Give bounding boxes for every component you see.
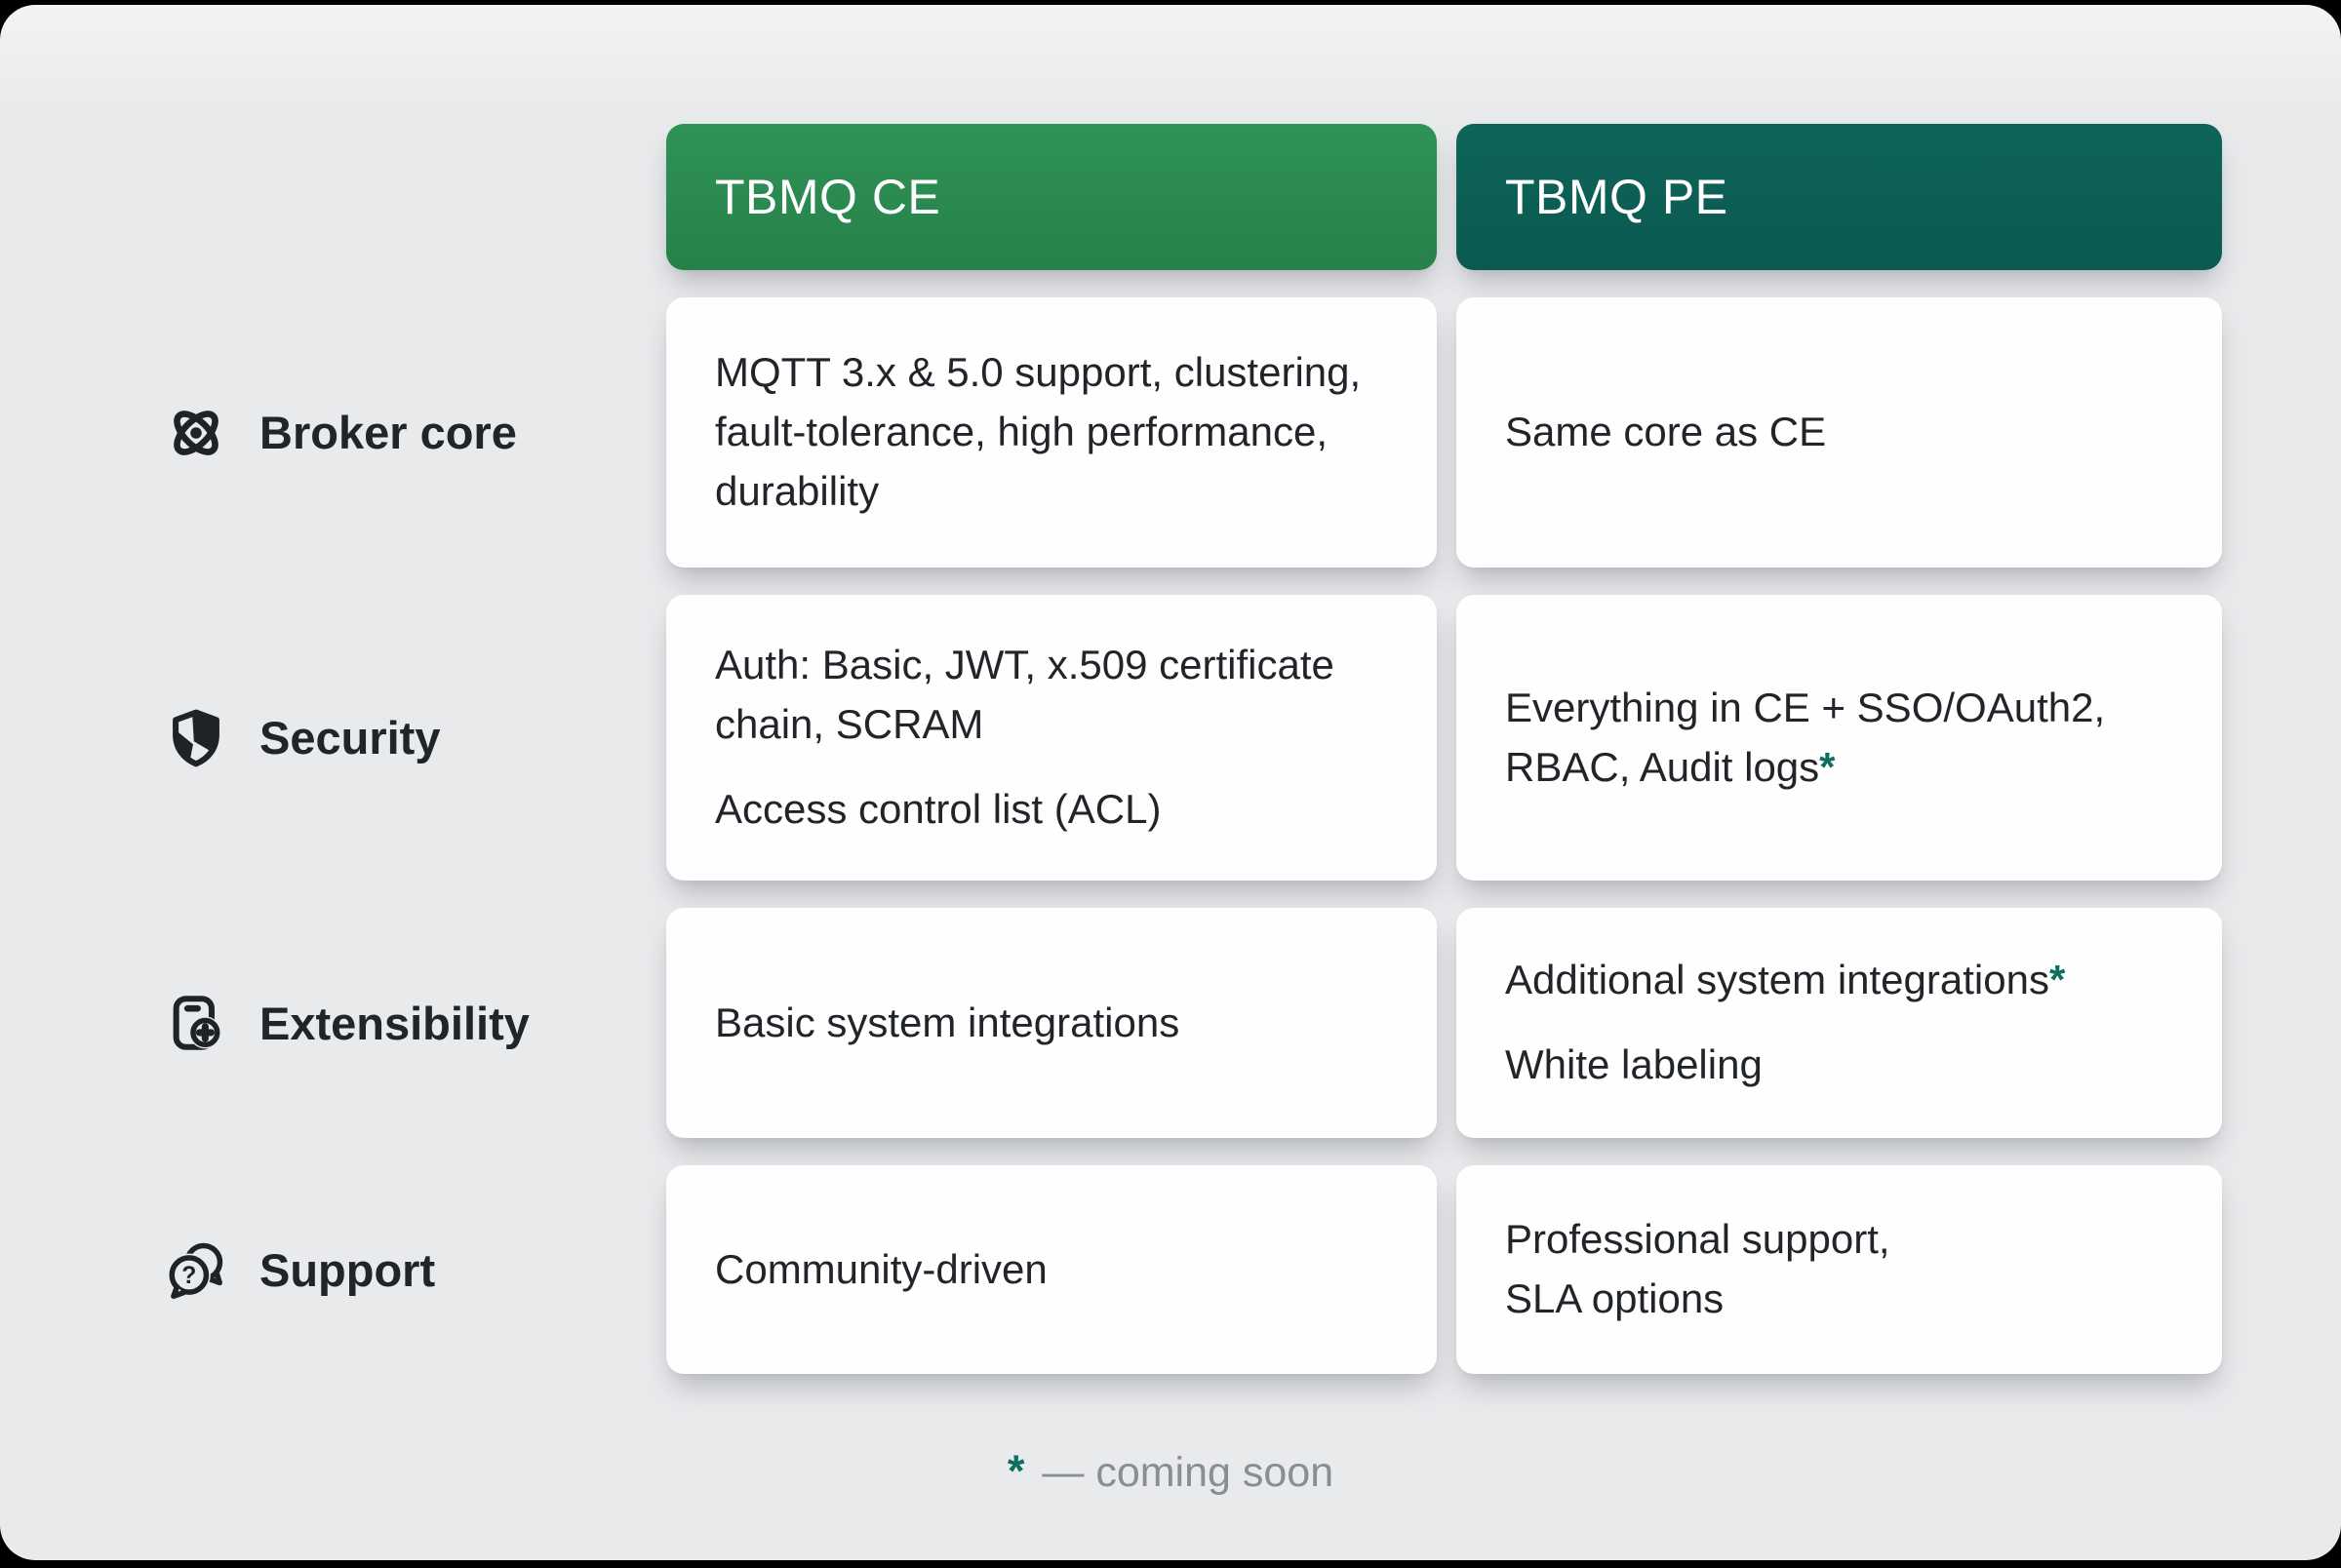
device-plus-icon (164, 991, 228, 1055)
row-label-text: Extensibility (259, 997, 530, 1049)
feature-text: Community-driven (715, 1245, 1048, 1292)
footnote: * — coming soon (0, 1446, 2341, 1497)
feature-text: Auth: Basic, JWT, x.509 certificate chai… (715, 642, 1334, 748)
feature-text: MQTT 3.x & 5.0 support, clustering, faul… (715, 349, 1362, 514)
feature-text: White labeling (1505, 1041, 1763, 1087)
cell-extensibility-ce: Basic system integrations (666, 908, 1437, 1138)
cell-support-pe: Professional support, SLA options (1456, 1165, 2222, 1374)
feature-text: Everything in CE + SSO/OAuth2, RBAC, Aud… (1505, 684, 2106, 790)
row-label-security: Security (164, 595, 647, 881)
column-header-pe-label: TBMQ PE (1505, 170, 1728, 224)
row-label-extensibility: Extensibility (164, 908, 647, 1138)
feature-text: Same core as CE (1505, 409, 1827, 455)
column-header-ce-label: TBMQ CE (715, 170, 941, 224)
cell-security-pe: Everything in CE + SSO/OAuth2, RBAC, Aud… (1456, 595, 2222, 881)
cell-extensibility-pe: Additional system integrations* White la… (1456, 908, 2222, 1138)
chat-question-icon: ? (164, 1237, 228, 1302)
cell-security-ce: Auth: Basic, JWT, x.509 certificate chai… (666, 595, 1437, 881)
column-header-ce: TBMQ CE (666, 124, 1437, 270)
row-label-text: Broker core (259, 407, 517, 458)
cell-support-ce: Community-driven (666, 1165, 1437, 1374)
row-label-text: Support (259, 1243, 436, 1296)
feature-text: Access control list (ACL) (715, 785, 1162, 832)
svg-text:?: ? (181, 1263, 196, 1289)
row-label-text: Security (259, 712, 441, 764)
cell-broker-core-pe: Same core as CE (1456, 297, 2222, 568)
comparison-grid: TBMQ CE TBMQ PE Broker core MQTT 3.x & 5… (164, 124, 2222, 1374)
footnote-text: — coming soon (1042, 1449, 1334, 1496)
feature-text: Additional system integrations* (1505, 957, 2066, 1003)
comparison-panel: TBMQ CE TBMQ PE Broker core MQTT 3.x & 5… (0, 5, 2341, 1560)
coming-soon-asterisk: * (2048, 957, 2066, 1003)
row-label-support: ? Support (164, 1165, 647, 1374)
cell-broker-core-ce: MQTT 3.x & 5.0 support, clustering, faul… (666, 297, 1437, 568)
feature-text: Professional support, SLA options (1505, 1216, 1890, 1321)
coming-soon-asterisk: * (1819, 743, 1836, 790)
coming-soon-asterisk: * (1007, 1446, 1025, 1496)
column-header-pe: TBMQ PE (1456, 124, 2222, 270)
shield-icon (164, 706, 228, 770)
atom-icon (164, 401, 228, 465)
row-label-broker-core: Broker core (164, 297, 647, 568)
feature-text: Basic system integrations (715, 999, 1180, 1045)
